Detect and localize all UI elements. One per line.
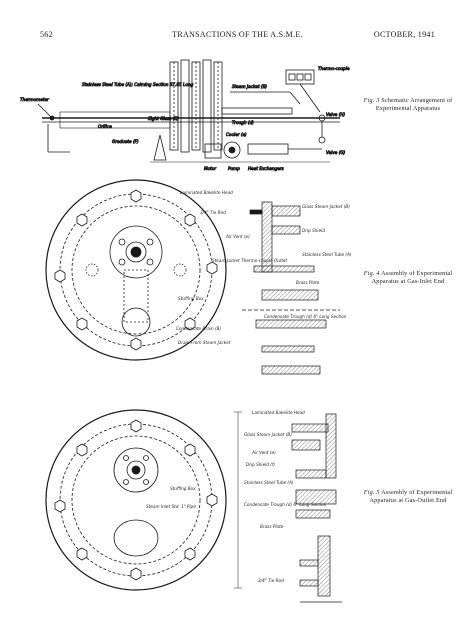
label-heat-exchangers: Heat Exchangers [248, 166, 285, 171]
pump [223, 141, 241, 159]
bolt-ring [54, 189, 218, 351]
figure-3-schematic: Thermometer Stainless Steel Tube (A); Ca… [20, 59, 350, 171]
label-tube: Stainless Steel Tube (A); Calming Sectio… [82, 82, 194, 87]
figure-4-caption: Fig. 4 Assembly of Experimental Apparatu… [352, 270, 464, 285]
caption-text: Assembly of Experimental Apparatus at Ga… [371, 270, 453, 285]
label-thermometer: Thermometer [20, 97, 49, 102]
label-steam-jacket: Steam Jacket (B) [232, 84, 267, 89]
page-number: 562 [40, 30, 53, 39]
caption-text: Assembly of Experimental Apparatus at Ga… [369, 489, 453, 504]
fig4-label-brass-plate: Brass Plate [296, 280, 320, 285]
fig4-label-laminated: Laminated Bakelite Head [180, 190, 233, 195]
caption-number: Fig. 4 [363, 270, 380, 277]
fig5-label-stuffing-box: Stuffing Box [170, 486, 196, 491]
label-sight-glass: Sight Glass (C) [148, 116, 179, 121]
fig5-label-stainless-tube: Stainless Steel Tube (A) [244, 480, 294, 485]
fig4-label-condensate-trough: Condensate Trough (d) 6" Long Section [264, 314, 347, 319]
caption-text: Schematic Arrangement of Experimental Ap… [375, 97, 453, 112]
fig4-label-tie-rod: 3/4" Tie Rod [200, 210, 226, 215]
label-motor: Motor [204, 166, 216, 171]
figure-5-section [291, 413, 342, 603]
fig4-label-glass-jacket: Glass Steam-Jacket (B) [302, 204, 350, 209]
fig4-label-thermo-outlet: Steam-Jacket Thermo-couple Outlet [212, 258, 287, 263]
figure-4-front-view [45, 179, 227, 361]
fig4-label-drip-shield: Drip Shield [302, 228, 325, 233]
fig4-label-stainless-tube: Stainless Steel Tube (A) [302, 252, 352, 257]
label-orifice: Orifice [98, 124, 112, 129]
label-valve-g: Valve (G) [326, 150, 346, 155]
fig5-label-air-vent: Air Vent (e) [251, 450, 276, 455]
fig5-label-drip-shield: Drip Shield (f) [246, 462, 275, 467]
figure-5-front-view [45, 409, 242, 591]
fig4-label-air-vent: Air Vent (e) [225, 234, 250, 239]
label-trough: Trough (d) [232, 120, 254, 125]
figure-4-section [242, 201, 340, 375]
caption-number: Fig. 5 [363, 489, 380, 496]
fig4-label-drain-steam: Drain From Steam Jacket [178, 340, 231, 345]
figure-3-caption: Fig. 3 Schematic Arrangement of Experime… [352, 97, 464, 112]
figure-5-caption: Fig. 5 Assembly of Experimental Apparatu… [352, 489, 464, 504]
label-cooler: Cooler (e) [226, 132, 247, 137]
issue-date: OCTOBER, 1941 [373, 30, 435, 39]
heat-exchangers [247, 143, 289, 155]
fig5-label-laminated: Laminated Bakelite Head [252, 410, 305, 415]
label-graduate: Graduate (F) [112, 139, 139, 144]
heat-exchanger-columns [169, 59, 223, 153]
label-thermocouple: Thermo-couple [318, 66, 350, 71]
bolt-ring [54, 419, 218, 581]
motor [204, 143, 222, 159]
graduate [153, 134, 167, 161]
caption-number: Fig. 3 [363, 97, 380, 104]
fig5-label-steam-inlet: Steam Inlet Std. 1" Pipe [146, 504, 196, 509]
fig5-label-condensate-trough: Condensate Trough (d) 6" Long Section [244, 502, 327, 507]
fig4-label-stuffing-box: Stuffing Box [178, 296, 204, 301]
label-valve-h: Valve (H) [326, 112, 345, 117]
fig5-label-brass-plate: Brass Plate [260, 524, 284, 529]
thermocouple-box [285, 69, 315, 85]
fig4-label-condensate-drain: Condensate Drain (B) [176, 326, 221, 331]
fig5-label-tie-rod: 3/4" Tie Rod [258, 578, 284, 583]
fig5-label-glass-jacket: Glass Steam-Jacket (B) [244, 432, 292, 437]
label-pump: Pump [228, 166, 240, 171]
journal-title: TRANSACTIONS OF THE A.S.M.E. [172, 30, 303, 39]
